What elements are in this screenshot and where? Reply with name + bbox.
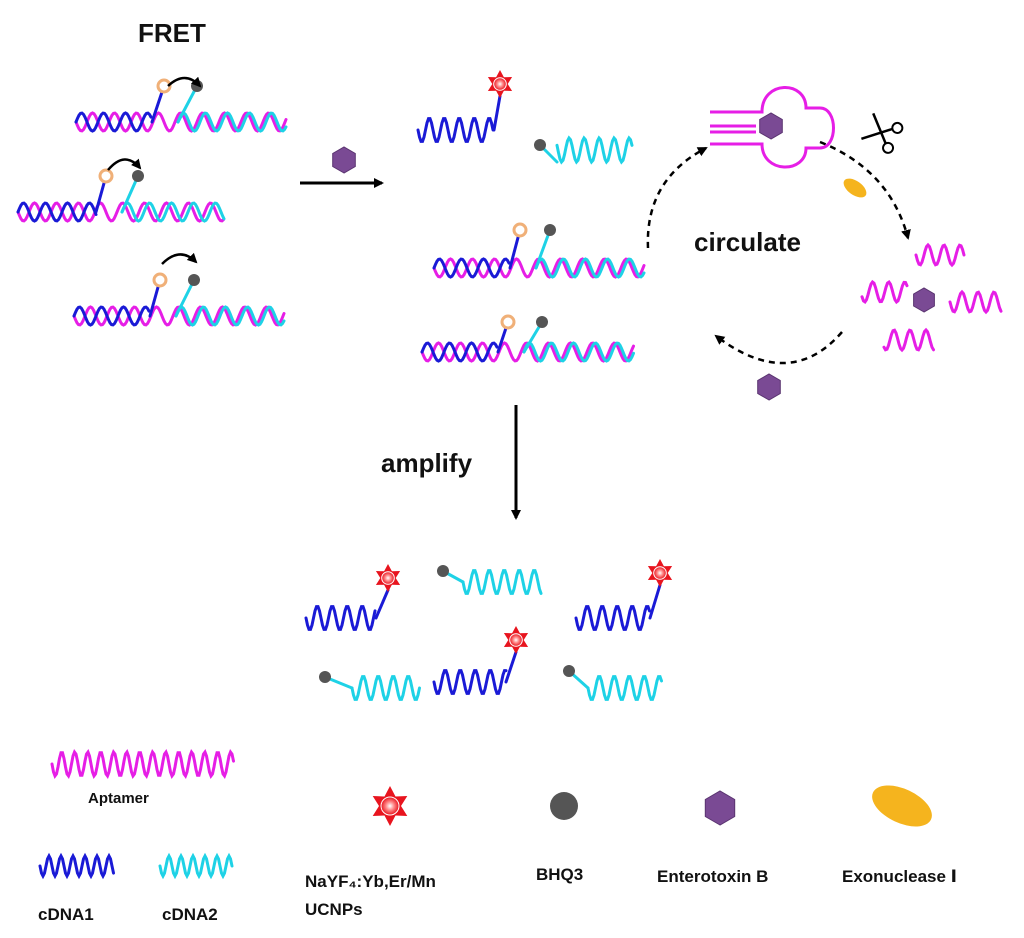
- fret-label: FRET: [138, 18, 206, 48]
- cdna2-linker-c: [174, 278, 196, 318]
- amplified-ucnp-2: [647, 559, 673, 587]
- fret-transfer-arrow-3: [161, 252, 198, 265]
- scissors-icon: [861, 112, 904, 154]
- amplified-ucnp-3: [503, 626, 529, 654]
- fluorophore-a: [156, 78, 172, 94]
- quencher-e: [536, 316, 548, 328]
- cdna1-strand-e: [420, 341, 499, 363]
- legend-exonuclease-label: Exonuclease Ⅰ: [842, 867, 957, 886]
- cdna2-linker-d: [534, 228, 552, 270]
- aptamer-fragment-4: [882, 327, 935, 353]
- legend-ucnp-swatch: [372, 786, 408, 826]
- legend-bhq3-swatch: [550, 792, 578, 820]
- fret-transfer-arrow-2: [107, 158, 142, 171]
- cdna1-strand-b: [16, 201, 98, 223]
- legend-ucnp-label-line1: NaYF₄:Yb,Er/Mn: [305, 872, 436, 891]
- amplified-cdna2-2: [350, 675, 421, 701]
- legend-cdna2-label: cDNA2: [162, 905, 218, 924]
- cdna2-linker-b: [120, 174, 140, 214]
- quencher-d: [544, 224, 556, 236]
- amplified-quencher-2: [319, 671, 331, 683]
- amplified-ucnp-1: [375, 564, 401, 592]
- released-cdna2-top: [555, 135, 634, 165]
- amplify-label: amplify: [381, 448, 473, 478]
- amplified-quencher-1: [437, 565, 449, 577]
- enterotoxin-recycled: [757, 373, 781, 401]
- aptamer-fragment-1: [914, 242, 966, 268]
- legend-aptamer-swatch: [50, 749, 235, 779]
- cdna2-strand-e: [522, 341, 635, 363]
- legend-cdna1-label: cDNA1: [38, 905, 94, 924]
- cycle-arrow-up: [646, 146, 708, 249]
- quencher-b: [132, 170, 144, 182]
- exonuclease-enzyme: [843, 178, 867, 198]
- amplified-cdna1-3: [432, 669, 508, 695]
- legend-cdna1-swatch: [38, 852, 115, 880]
- cdna2-strand-d: [534, 257, 646, 279]
- legend-ucnp-label-line2: UCNPs: [305, 900, 363, 919]
- circulate-label: circulate: [694, 227, 801, 257]
- strand-layer: [16, 84, 1003, 880]
- cdna1-strand-d: [432, 257, 511, 279]
- fret-transfer-arrow-1: [167, 76, 202, 88]
- amplified-cdna2-1: [461, 569, 543, 595]
- cdna2-linker-a: [176, 84, 199, 124]
- cdna2-strand-b: [120, 201, 226, 223]
- aptamer-fragment-3: [948, 289, 1003, 315]
- aptamer-fragment-2: [860, 279, 909, 305]
- amplified-quencher-3: [563, 665, 575, 677]
- marker-layer: [98, 70, 935, 827]
- enterotoxin-bound: [759, 112, 783, 140]
- amplified-cdna1-2: [574, 605, 651, 631]
- amplified-cdna2-3: [586, 675, 663, 701]
- fluorophore-d: [512, 222, 528, 238]
- cdna2-strand-a: [176, 111, 288, 133]
- released-cdna1-top: [416, 117, 495, 143]
- cycle-arrow-left: [714, 331, 843, 365]
- quencher-c: [188, 274, 200, 286]
- cdna1-strand-c: [72, 305, 151, 327]
- fluorophore-b: [98, 168, 114, 184]
- aptamer-strand-b: [16, 201, 225, 223]
- legend-enterotoxin-label: Enterotoxin B: [657, 867, 768, 886]
- legend-enterotoxin-swatch: [704, 790, 736, 826]
- fluorophore-c: [152, 272, 168, 288]
- amplified-cdna1-linker-3: [504, 650, 518, 684]
- legend-bhq3-label: BHQ3: [536, 865, 583, 884]
- cdna2-strand-c: [174, 305, 286, 327]
- amplified-cdna1-1: [304, 605, 377, 631]
- cycle-arrow-right: [819, 140, 911, 240]
- legend-cdna2-swatch: [158, 852, 234, 880]
- amplified-cdna1-linker-2: [648, 583, 662, 620]
- legend-aptamer-label: Aptamer: [88, 790, 149, 807]
- amplified-cdna1-linker-1: [374, 588, 390, 620]
- released-cdna1-top-linker: [492, 94, 502, 132]
- ucnp-top: [487, 70, 513, 98]
- released-quencher-top: [534, 139, 546, 151]
- cdna1-strand-a: [74, 111, 153, 133]
- enterotoxin-free: [332, 146, 356, 174]
- fluorophore-e: [500, 314, 516, 330]
- legend-exonuclease-swatch: [872, 785, 932, 827]
- enterotoxin-released: [913, 287, 935, 313]
- aptamer-target-complex: [710, 86, 835, 169]
